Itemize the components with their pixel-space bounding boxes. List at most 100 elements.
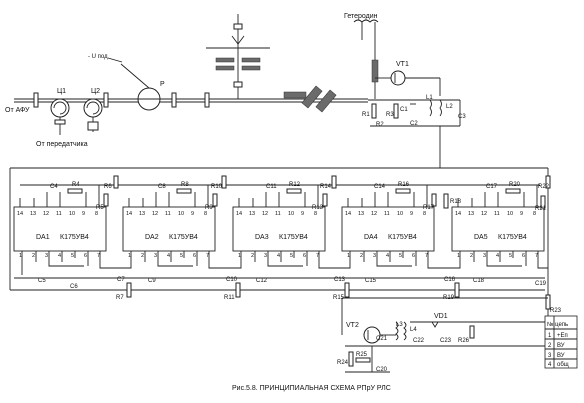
label-r6: R6 — [104, 184, 112, 190]
chip-leads — [19, 185, 100, 207]
chip-pin-bottom: 6 — [193, 253, 196, 259]
label-c9: C9 — [148, 278, 156, 284]
chip-pin-top: 11 — [494, 211, 500, 217]
flange — [103, 92, 109, 108]
waveguide-bend — [315, 89, 337, 113]
label-r11: R11 — [224, 295, 235, 301]
chip-da1: DA1 К175УВ4 14 13 12 11 10 9 8 1 2 3 4 5… — [13, 175, 132, 301]
chip-pin-bottom: 5 — [290, 253, 293, 259]
chip-pin-top: 14 — [236, 211, 242, 217]
chip-type: К175УВ4 — [388, 234, 417, 241]
label-c10: C10 — [226, 277, 238, 283]
chip-pin-top: 14 — [345, 211, 351, 217]
label-from-transmitter: От передатчика — [36, 141, 88, 148]
resistor-r24 — [348, 351, 354, 367]
chip-pin-bottom: 1 — [347, 253, 350, 259]
chip-pin-top: 10 — [178, 211, 184, 217]
label-c2: C2 — [410, 121, 418, 127]
resistor-r19 — [454, 282, 460, 298]
label-l3: L3 — [396, 322, 403, 328]
chip-pin-bottom: 6 — [303, 253, 306, 259]
waveguide-section — [283, 91, 307, 99]
chip-pin-top: 9 — [191, 211, 194, 217]
label-c21: C21 — [376, 336, 388, 342]
circulator-arrow — [53, 101, 67, 115]
chip-pin-top: 13 — [468, 211, 474, 217]
label-l4: L4 — [410, 327, 417, 333]
inductor-l3 — [395, 321, 399, 341]
chip-body — [341, 206, 435, 252]
chip-pin-top: 10 — [397, 211, 403, 217]
rf-input-section: От АФУ Ц1 От передатчика Ц2 Р - U под — [5, 13, 466, 168]
label-c5: C5 — [38, 278, 46, 284]
label-c14: C14 — [374, 184, 386, 190]
label-c22: C22 — [413, 338, 425, 344]
chip-pin-bottom: 4 — [167, 253, 170, 259]
label-r12: R12 — [289, 182, 301, 188]
label-r10: R10 — [211, 184, 223, 190]
label-vt1: VT1 — [396, 61, 409, 68]
chip-pin-bottom: 5 — [509, 253, 512, 259]
chip-pin-top: 12 — [152, 211, 158, 217]
transistor-vt1 — [390, 70, 406, 86]
inductor-l4 — [403, 321, 407, 341]
label-vd1: VD1 — [434, 313, 448, 320]
table-cell: ВУ — [557, 343, 565, 349]
chip-pin-bottom: 3 — [45, 253, 48, 259]
label-c4: C4 — [50, 184, 58, 190]
waveguide-bend — [301, 85, 323, 109]
resistor-r7 — [126, 282, 132, 298]
chip-leads — [118, 251, 228, 269]
chip-type: К175УВ4 — [169, 234, 198, 241]
chip-body — [451, 206, 545, 252]
label-r4: R4 — [72, 182, 80, 188]
chip-pin-top: 13 — [30, 211, 36, 217]
label-c1: C1 — [400, 107, 408, 113]
chip-pin-top: 9 — [82, 211, 85, 217]
label-r3: R3 — [386, 112, 394, 118]
chip-pin-top: 10 — [507, 211, 513, 217]
chip-leads — [448, 251, 548, 269]
label-vt2: VT2 — [346, 322, 359, 329]
label-r24: R24 — [337, 360, 349, 366]
resistor-r12 — [286, 188, 302, 194]
chip-pin-top: 12 — [262, 211, 268, 217]
table-header: № цепь — [547, 321, 568, 328]
flange — [171, 92, 177, 108]
diode-mark — [231, 35, 245, 45]
resistor-r1 — [371, 103, 377, 119]
label-r14: R14 — [320, 184, 332, 190]
chip-pin-top: 11 — [165, 211, 171, 217]
chip-pin-bottom: 1 — [238, 253, 241, 259]
chip-pin-top: 13 — [139, 211, 145, 217]
resistor-r5 — [103, 193, 109, 207]
chip-pin-bottom: 6 — [84, 253, 87, 259]
chip-name: DA4 — [364, 234, 378, 241]
resistor-r14 — [331, 175, 337, 189]
label-c3: C3 — [458, 114, 466, 120]
label-c7: C7 — [117, 277, 125, 283]
chip-pin-top: 14 — [17, 211, 23, 217]
chip-pin-bottom: 2 — [251, 253, 254, 259]
resistor-r21 — [540, 195, 546, 209]
chip-type: К175УВ4 — [279, 234, 308, 241]
table-cell: +Еп — [557, 333, 568, 339]
chip-pin-top: 11 — [275, 211, 281, 217]
flange — [233, 23, 243, 30]
chip-pin-top: 9 — [520, 211, 523, 217]
chip-pin-top: 9 — [301, 211, 304, 217]
resistor-r3 — [393, 103, 399, 119]
label-r20: R20 — [509, 182, 521, 188]
label-r26: R26 — [458, 338, 470, 344]
chip-name: DA3 — [255, 234, 269, 241]
chip-pin-bottom: 5 — [399, 253, 402, 259]
chip-body — [122, 206, 216, 252]
resistor-r13 — [322, 193, 328, 207]
label-r23: R23 — [550, 308, 562, 314]
load — [87, 121, 99, 131]
resistor-r9 — [212, 193, 218, 207]
table-cell: 3 — [548, 353, 552, 359]
resistor-r11 — [235, 282, 241, 298]
supply-arrow — [107, 57, 123, 63]
resistor-r4 — [67, 188, 83, 194]
